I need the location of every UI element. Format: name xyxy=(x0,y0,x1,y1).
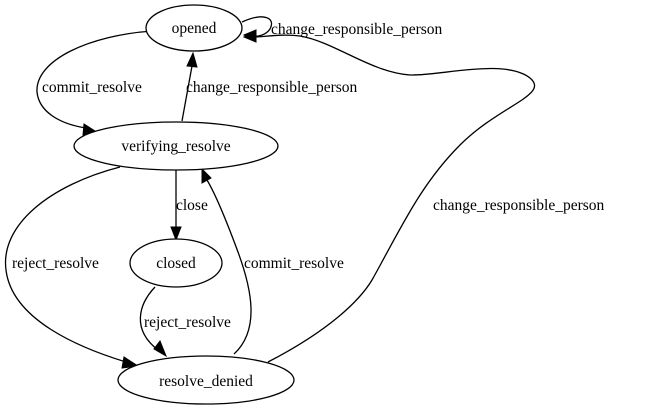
edge-verifying-to-denied xyxy=(4,166,140,369)
node-closed[interactable]: closed xyxy=(129,238,223,288)
edge-label-verifying-to-closed: close xyxy=(176,197,208,214)
node-label: resolve_denied xyxy=(159,373,253,390)
node-label: verifying_resolve xyxy=(121,138,230,155)
arrow-head xyxy=(121,356,140,369)
node-label: closed xyxy=(156,255,196,272)
arrow-head xyxy=(186,51,198,68)
edge-denied-to-verifying xyxy=(201,167,252,355)
edge-label-opened-self: change_responsible_person xyxy=(271,21,443,38)
node-resolve-denied[interactable]: resolve_denied xyxy=(117,355,295,405)
edge-label-verifying-to-denied: reject_resolve xyxy=(12,255,99,272)
edge-denied-to-opened xyxy=(242,31,536,363)
edge-label-denied-to-opened: change_responsible_person xyxy=(433,197,605,214)
arrow-head xyxy=(170,226,182,242)
edge-closed-to-denied xyxy=(139,286,168,358)
node-opened[interactable]: opened xyxy=(145,4,243,52)
edge-label-denied-to-verifying: commit_resolve xyxy=(244,255,344,272)
arrow-head xyxy=(201,167,212,184)
edge-verifying-to-closed xyxy=(170,170,182,242)
node-verifying-resolve[interactable]: verifying_resolve xyxy=(73,121,279,171)
edge-label-opened-to-verifying: commit_resolve xyxy=(42,79,142,96)
edge-label-verifying-to-opened: change_responsible_person xyxy=(186,79,358,96)
edge-label-closed-to-denied: reject_resolve xyxy=(144,314,231,331)
arrow-head xyxy=(153,339,168,358)
arrow-head xyxy=(242,31,257,43)
node-label: opened xyxy=(172,20,217,37)
edge-verifying-to-opened xyxy=(181,51,198,122)
